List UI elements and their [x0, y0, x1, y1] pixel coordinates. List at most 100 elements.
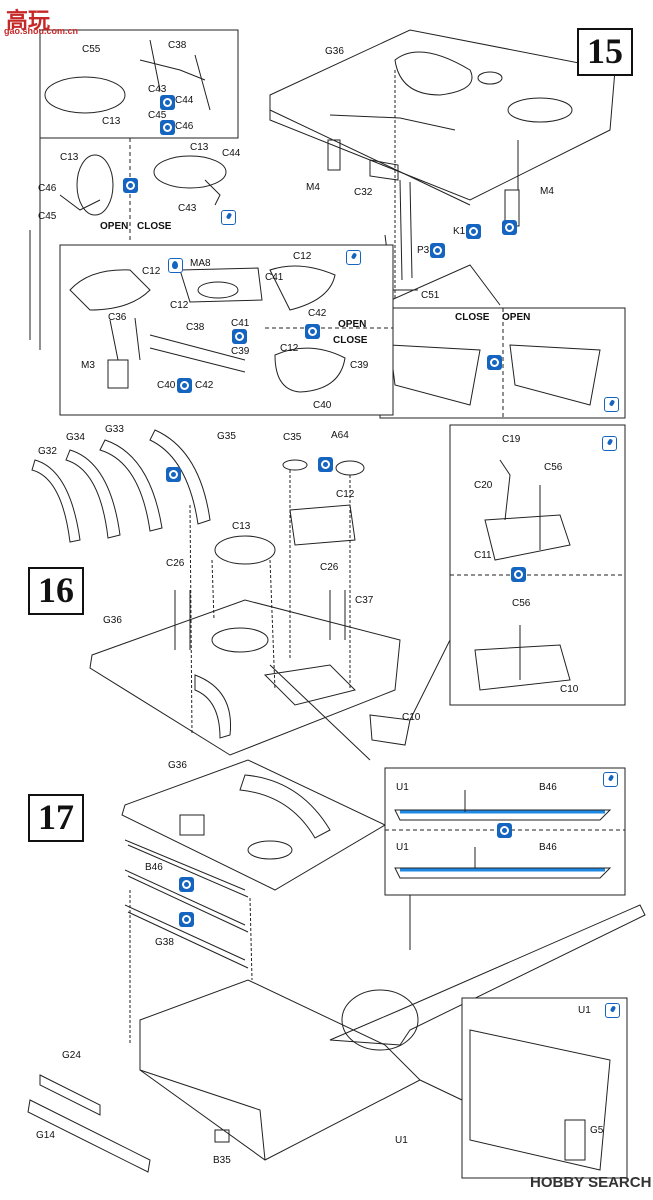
label-g36-16: G36	[103, 615, 122, 626]
label-k1: K1	[453, 226, 466, 237]
label-c44: C44	[175, 95, 194, 106]
label-b46: B46	[145, 862, 163, 873]
label-c40: C40	[157, 380, 176, 391]
label-c38: C38	[186, 322, 205, 333]
label-c51: C51	[421, 290, 440, 301]
label-c12c: C12	[293, 251, 312, 262]
label-g32: G32	[38, 446, 57, 457]
label-c13: C13	[102, 116, 121, 127]
label-c13: C13	[232, 521, 251, 532]
label-b46a: B46	[539, 782, 557, 793]
label-g36-17: G36	[168, 760, 187, 771]
label-c39b: C39	[350, 360, 369, 371]
label-c13c: C13	[190, 142, 209, 153]
both-sides-icon	[305, 324, 320, 339]
label-c10b: C10	[560, 684, 579, 695]
label-c19: C19	[502, 434, 521, 445]
label-open: OPEN	[338, 319, 367, 330]
label-c12d: C12	[280, 343, 299, 354]
both-sides-icon	[487, 355, 502, 370]
label-open: OPEN	[100, 221, 129, 232]
both-sides-icon	[160, 95, 175, 110]
cement-icon	[605, 1003, 620, 1018]
both-sides-icon	[179, 912, 194, 927]
label-m4a: M4	[306, 182, 320, 193]
label-c12b: C12	[170, 300, 189, 311]
label-c26a: C26	[166, 558, 185, 569]
label-c10: C10	[402, 712, 421, 723]
label-g14: G14	[36, 1130, 55, 1141]
label-c41b: C41	[231, 318, 250, 329]
liquid-cement-icon	[168, 258, 183, 273]
label-c44b: C44	[222, 148, 241, 159]
both-sides-icon	[232, 329, 247, 344]
both-sides-icon	[177, 378, 192, 393]
label-c13b: C13	[60, 152, 79, 163]
label-u1: U1	[395, 1135, 408, 1146]
watermark-brand: HOBBY SEARCH	[530, 1174, 652, 1191]
label-c41: C41	[265, 272, 284, 283]
label-b46b: B46	[539, 842, 557, 853]
label-c43b: C43	[178, 203, 197, 214]
label-p3: P3	[417, 245, 430, 256]
label-c46: C46	[175, 121, 194, 132]
cement-icon	[602, 436, 617, 451]
label-c11: C11	[474, 550, 492, 561]
label-c39: C39	[231, 346, 250, 357]
label-c56: C56	[544, 462, 563, 473]
cement-icon	[603, 772, 618, 787]
label-m4b: M4	[540, 186, 554, 197]
label-c42b: C42	[195, 380, 214, 391]
label-g35: G35	[217, 431, 236, 442]
both-sides-icon	[160, 120, 175, 135]
label-g38: G38	[155, 937, 174, 948]
label-c35: C35	[283, 432, 302, 443]
label-u1c: U1	[578, 1005, 591, 1016]
cement-icon	[346, 250, 361, 265]
label-c20: C20	[474, 480, 493, 491]
label-g34: G34	[66, 432, 85, 443]
label-c12a: C12	[142, 266, 161, 277]
both-sides-icon	[430, 243, 445, 258]
both-sides-icon	[502, 220, 517, 235]
both-sides-icon	[466, 224, 481, 239]
label-g36: G36	[325, 46, 344, 57]
label-ma8: MA8	[190, 258, 211, 269]
both-sides-icon	[511, 567, 526, 582]
watermark-url: gao.shou.com.cn	[4, 26, 79, 36]
label-c32: C32	[354, 187, 373, 198]
label-c38: C38	[168, 40, 187, 51]
step-number-17: 17	[28, 794, 84, 842]
label-close: CLOSE	[455, 312, 490, 323]
label-open: OPEN	[502, 312, 531, 323]
label-g5: G5	[590, 1125, 604, 1136]
label-c40b: C40	[313, 400, 332, 411]
both-sides-icon	[179, 877, 194, 892]
label-a64: A64	[331, 430, 349, 441]
label-close: CLOSE	[333, 335, 368, 346]
label-c56b: C56	[512, 598, 531, 609]
both-sides-icon	[497, 823, 512, 838]
watermark-logo: 高玩	[6, 8, 51, 33]
label-close: CLOSE	[137, 221, 172, 232]
both-sides-icon	[318, 457, 333, 472]
both-sides-icon	[166, 467, 181, 482]
cement-icon	[604, 397, 619, 412]
label-b35: B35	[213, 1155, 231, 1166]
label-u1b: U1	[396, 842, 409, 853]
label-c12: C12	[336, 489, 355, 500]
label-c37: C37	[355, 595, 374, 606]
step-number-15: 15	[577, 28, 633, 76]
label-c46b: C46	[38, 183, 57, 194]
label-c36: C36	[108, 312, 127, 323]
label-c42: C42	[308, 308, 327, 319]
both-sides-icon	[123, 178, 138, 193]
label-g33: G33	[105, 424, 124, 435]
label-c26b: C26	[320, 562, 339, 573]
label-m3: M3	[81, 360, 95, 371]
step-number-16: 16	[28, 567, 84, 615]
label-c45: C45	[148, 110, 167, 121]
label-c45b: C45	[38, 211, 57, 222]
label-c43: C43	[148, 84, 167, 95]
